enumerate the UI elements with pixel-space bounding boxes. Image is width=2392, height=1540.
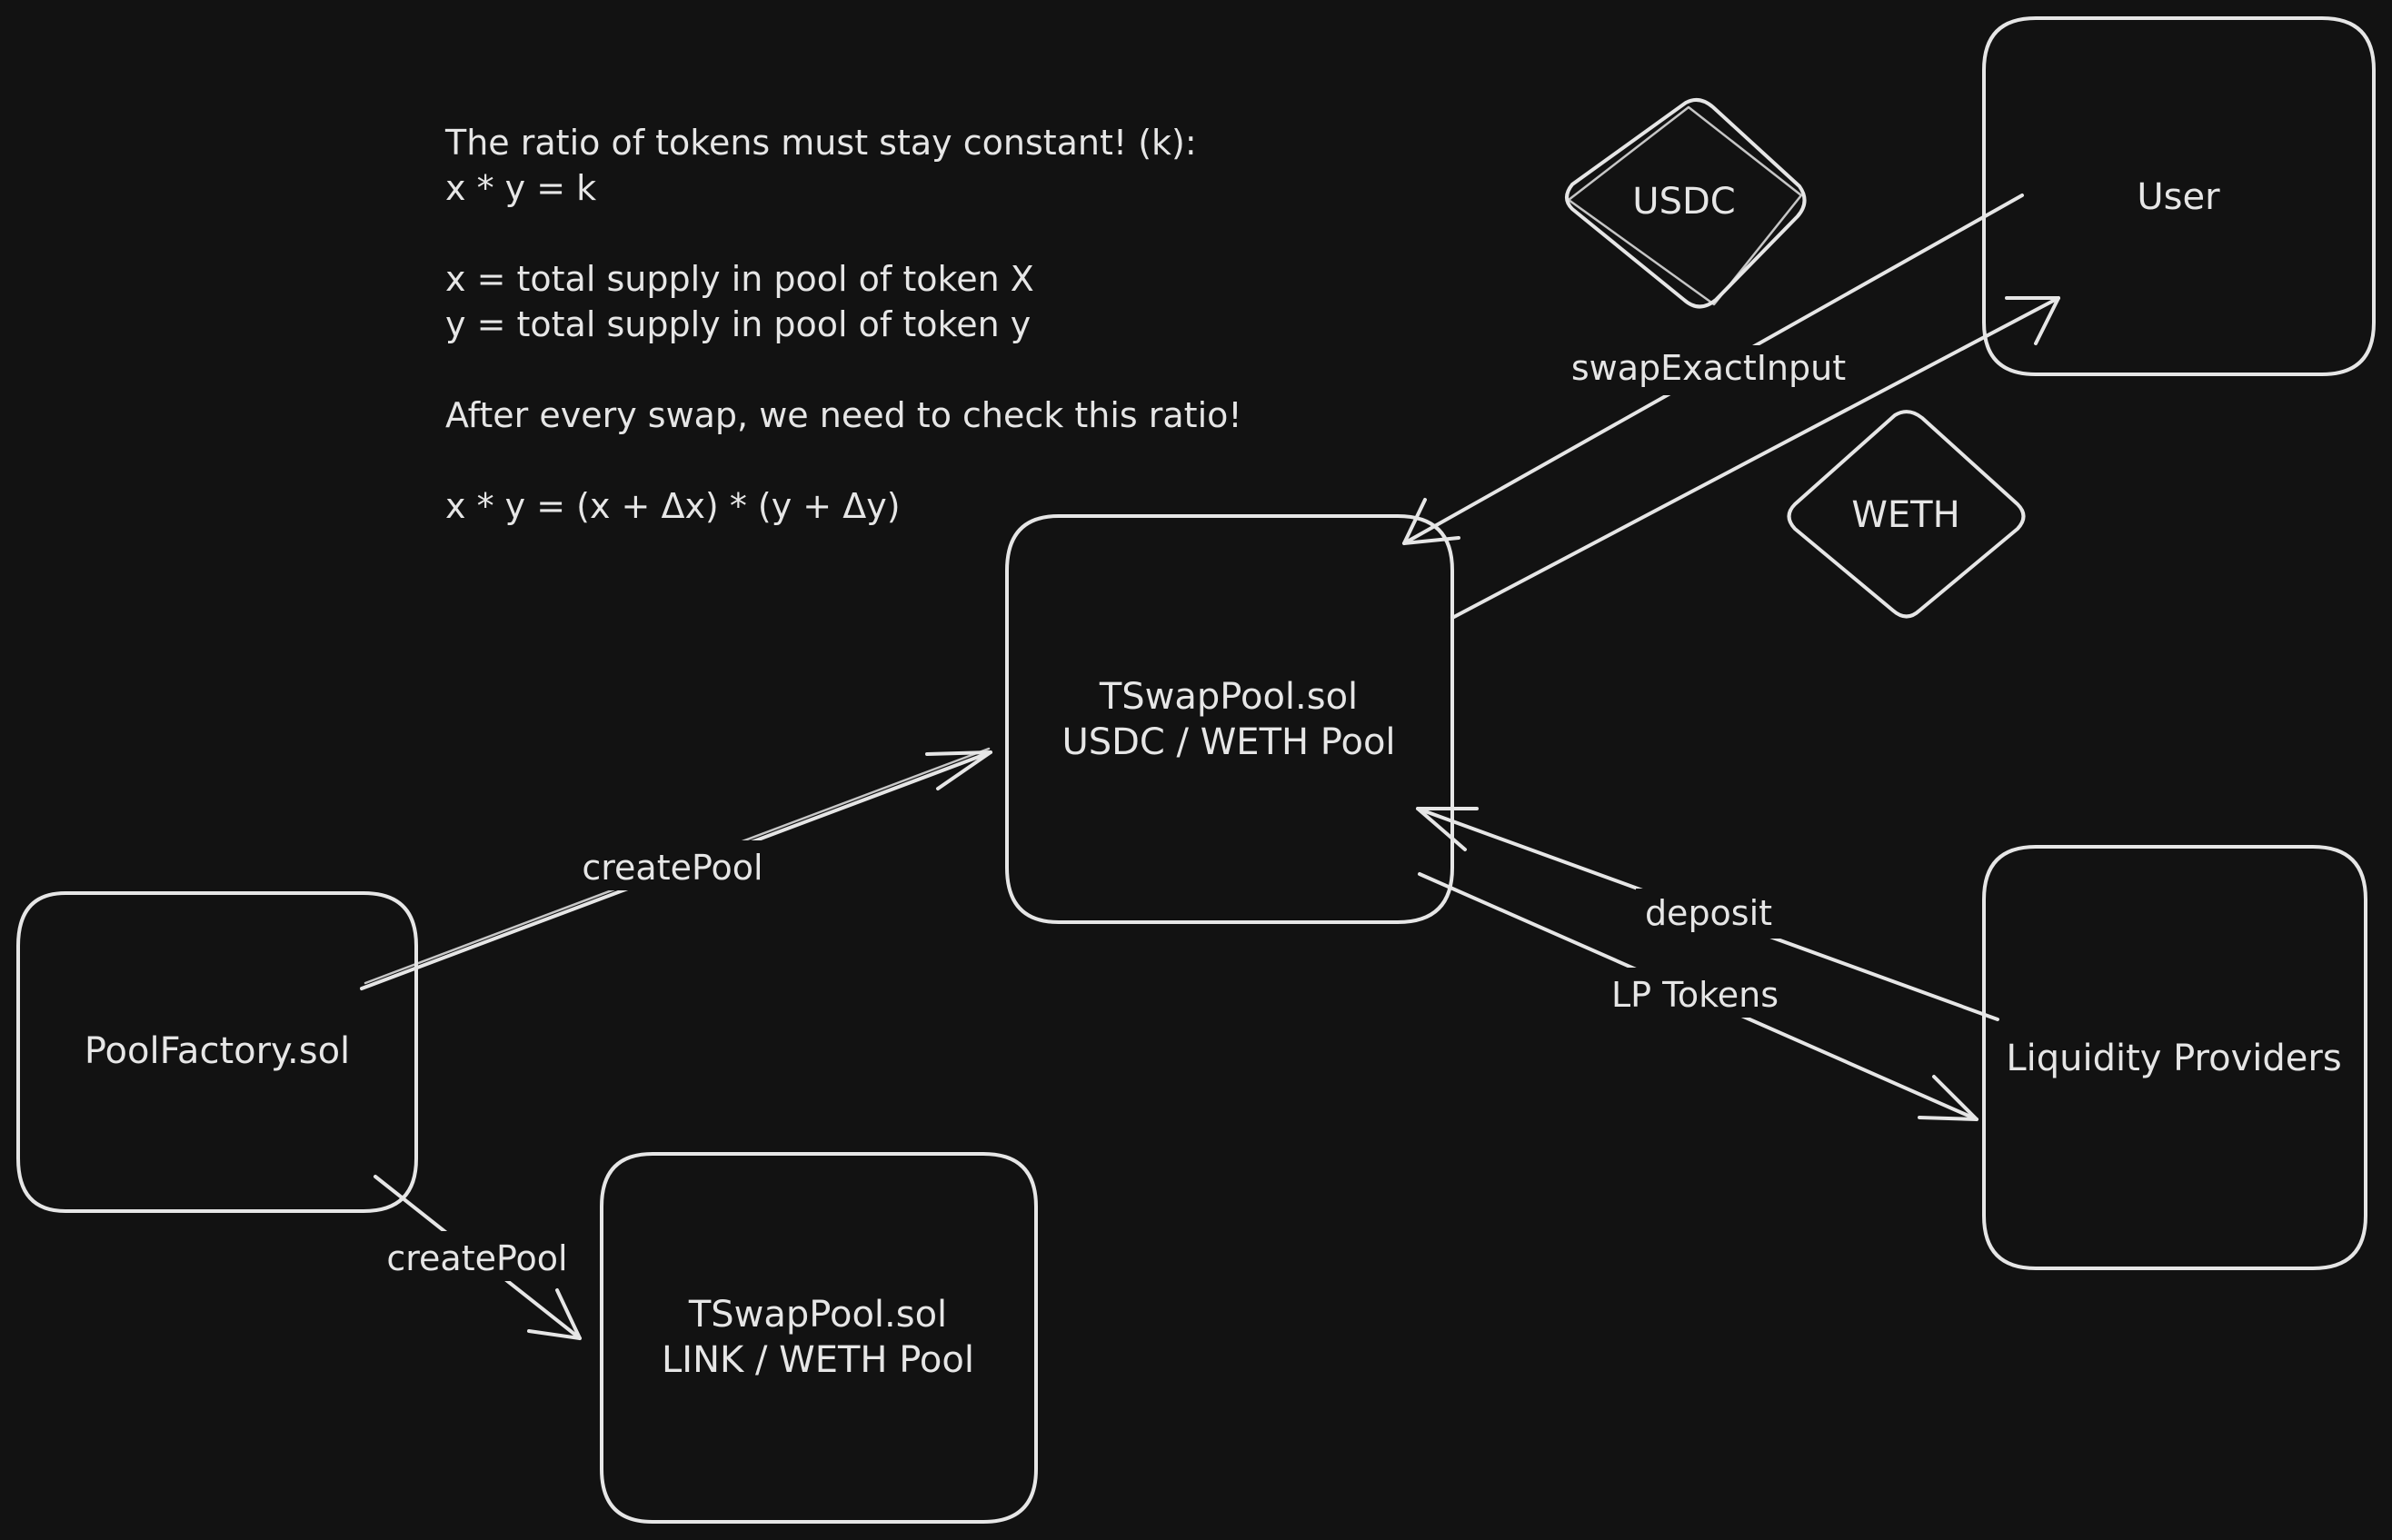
pool-factory-box[interactable]: PoolFactory.sol bbox=[16, 891, 418, 1213]
link-weth-pool-subtitle: LINK / WETH Pool bbox=[662, 1339, 974, 1381]
liquidity-providers-label: Liquidity Providers bbox=[2006, 1038, 2341, 1079]
ratio-note: The ratio of tokens must stay constant! … bbox=[444, 123, 1242, 526]
usdc-label: USDC bbox=[1632, 181, 1735, 223]
note-line-1: The ratio of tokens must stay constant! … bbox=[444, 123, 1197, 163]
create-pool-label-2: createPool bbox=[386, 1238, 567, 1278]
pool-factory-label: PoolFactory.sol bbox=[85, 1030, 350, 1072]
deposit-label: deposit bbox=[1645, 893, 1772, 933]
usdc-weth-pool-subtitle: USDC / WETH Pool bbox=[1061, 721, 1395, 763]
swap-arrow-to-user[interactable]: swapExactInput bbox=[1450, 296, 2060, 620]
note-line-4: y = total supply in pool of token y bbox=[445, 304, 1031, 344]
link-weth-pool-box[interactable]: TSwapPool.sol LINK / WETH Pool bbox=[600, 1152, 1038, 1524]
note-line-2: x * y = k bbox=[445, 168, 596, 208]
create-pool-label-1: createPool bbox=[582, 848, 762, 888]
weth-label: WETH bbox=[1851, 494, 1959, 536]
usdc-weth-pool-title: TSwapPool.sol bbox=[1099, 676, 1358, 718]
create-pool-arrow-1[interactable]: createPool bbox=[360, 747, 992, 990]
link-weth-pool-title: TSwapPool.sol bbox=[688, 1294, 947, 1336]
deposit-arrow[interactable]: deposit bbox=[1416, 807, 1999, 1021]
user-box[interactable]: User bbox=[1982, 16, 2376, 376]
user-label: User bbox=[2137, 176, 2220, 218]
lp-tokens-arrow[interactable]: LP Tokens bbox=[1418, 872, 1978, 1121]
note-line-5: After every swap, we need to check this … bbox=[445, 395, 1242, 435]
usdc-weth-pool-box[interactable]: TSwapPool.sol USDC / WETH Pool bbox=[1005, 514, 1454, 924]
note-line-3: x = total supply in pool of token X bbox=[445, 259, 1034, 299]
swap-label: swapExactInput bbox=[1571, 348, 1846, 388]
create-pool-arrow-2[interactable]: createPool bbox=[373, 1175, 582, 1340]
weth-token-diamond[interactable]: WETH bbox=[1787, 410, 2026, 619]
usdc-token-diamond[interactable]: USDC bbox=[1565, 97, 1807, 309]
lp-tokens-label: LP Tokens bbox=[1611, 975, 1779, 1015]
liquidity-providers-box[interactable]: Liquidity Providers bbox=[1982, 845, 2367, 1270]
note-line-6: x * y = (x + Δx) * (y + Δy) bbox=[445, 486, 901, 526]
